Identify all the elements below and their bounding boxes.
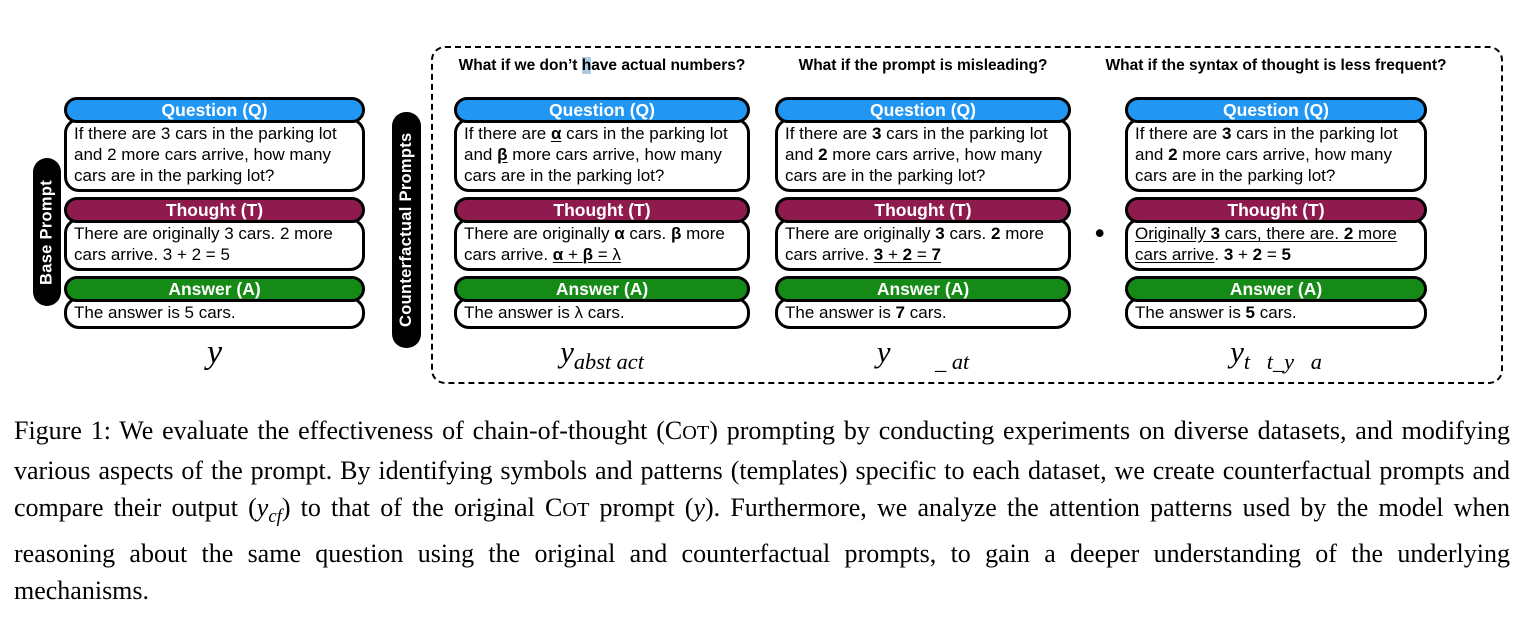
cf3-title: What if the syntax of thought is less fr… [1105, 57, 1447, 74]
cf1-question-header: Question (Q) [454, 97, 750, 123]
cf2-thought-body: There are originally 3 cars. 2 more cars… [775, 218, 1071, 271]
cf1-answer-header: Answer (A) [454, 276, 750, 302]
cf1-output-label: yabst act [560, 334, 644, 375]
counterfactual-prompts-side-label-text: Counterfactual Prompts [397, 132, 415, 328]
base-answer-header: Answer (A) [64, 276, 365, 302]
figure-1-diagram: Base Prompt Counterfactual Prompts Quest… [33, 46, 1503, 384]
base-question-header: Question (Q) [64, 97, 365, 123]
counterfactual-card-misleading: What if the prompt is misleading? Questi… [770, 55, 1076, 380]
figure-caption: Figure 1: We evaluate the effectiveness … [14, 416, 1510, 606]
cf2-question-header: Question (Q) [775, 97, 1071, 123]
cf1-title: What if we don’t have actual numbers? [458, 57, 746, 74]
base-question-body: If there are 3 cars in the parking lot a… [64, 118, 365, 192]
base-prompt-card: Question (Q) If there are 3 cars in the … [64, 97, 365, 371]
counterfactual-dashed-box [431, 46, 1503, 384]
cf3-output-label: yt t_y a [1230, 334, 1322, 375]
base-prompt-side-label-text: Base Prompt [37, 179, 56, 285]
cf2-thought-header: Thought (T) [775, 197, 1071, 223]
counterfactual-prompts-side-label: Counterfactual Prompts [392, 112, 421, 348]
cf3-answer-header: Answer (A) [1125, 276, 1427, 302]
cf3-question-body: If there are 3 cars in the parking lot a… [1125, 118, 1427, 192]
base-output-label: y [206, 334, 223, 371]
cf3-thought-header: Thought (T) [1125, 197, 1427, 223]
cf1-thought-body: There are originally α cars. β more cars… [454, 218, 750, 271]
cf3-question-header: Question (Q) [1125, 97, 1427, 123]
cf2-answer-header: Answer (A) [775, 276, 1071, 302]
cf2-output-label: y _ at [876, 334, 970, 375]
base-thought-body: There are originally 3 cars. 2 more cars… [64, 218, 365, 271]
cf3-thought-body: Originally 3 cars, there are. 2 more car… [1125, 218, 1427, 271]
cf1-question-body: If there are α cars in the parking lot a… [454, 118, 750, 192]
base-thought-header: Thought (T) [64, 197, 365, 223]
cf2-title: What if the prompt is misleading? [798, 57, 1048, 74]
counterfactual-card-abstract: What if we don’t have actual numbers? Qu… [437, 55, 767, 380]
cf2-question-body: If there are 3 cars in the parking lot a… [775, 118, 1071, 192]
cf3-answer-body: The answer is 5 cars. [1125, 297, 1427, 329]
cf1-answer-body: The answer is λ cars. [454, 297, 750, 329]
cf1-thought-header: Thought (T) [454, 197, 750, 223]
counterfactual-card-syntax: What if the syntax of thought is less fr… [1088, 55, 1464, 380]
base-prompt-side-label: Base Prompt [33, 158, 61, 306]
